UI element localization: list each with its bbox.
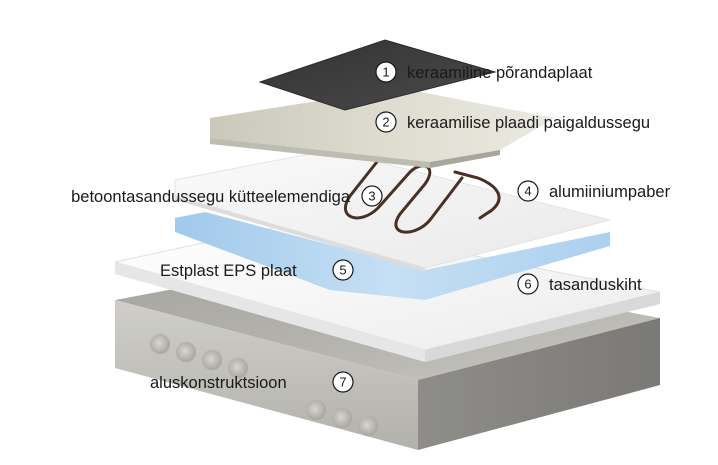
label-1-number-circle bbox=[375, 61, 397, 83]
label-2-number: 2 bbox=[382, 115, 389, 130]
layer-aluminium-foil bbox=[175, 212, 610, 300]
label-1-number: 1 bbox=[382, 65, 389, 80]
label-6-number-circle bbox=[517, 273, 539, 295]
label-5-number-circle bbox=[332, 259, 354, 281]
label-5: Estplast EPS plaat 5 bbox=[160, 259, 354, 281]
label-7: aluskonstruktsioon 7 bbox=[150, 371, 354, 393]
label-4-number-circle bbox=[517, 180, 539, 202]
label-5-number: 5 bbox=[339, 263, 346, 278]
label-7-number: 7 bbox=[339, 375, 346, 390]
label-6: 6 tasanduskiht bbox=[517, 273, 642, 295]
label-3-text: betoontasandussegu kütteelemendiga bbox=[71, 188, 351, 206]
label-7-text: aluskonstruktsioon bbox=[150, 374, 287, 392]
label-3-number-circle bbox=[361, 185, 383, 207]
label-1: 1 keraamiline põrandaplaat bbox=[375, 61, 593, 83]
label-6-text: tasanduskiht bbox=[549, 276, 642, 294]
slab-core-holes bbox=[150, 334, 378, 436]
label-4: 4 alumiiniumpaber bbox=[517, 180, 671, 202]
label-6-number: 6 bbox=[524, 277, 531, 292]
label-2-number-circle bbox=[375, 111, 397, 133]
label-2: 2 keraamilise plaadi paigaldussegu bbox=[375, 111, 650, 133]
label-2-text: keraamilise plaadi paigaldussegu bbox=[407, 114, 650, 132]
label-1-text: keraamiline põrandaplaat bbox=[407, 64, 593, 82]
label-5-text: Estplast EPS plaat bbox=[160, 262, 297, 280]
layer-screed bbox=[174, 149, 611, 272]
label-4-number: 4 bbox=[524, 184, 531, 199]
label-3-number: 3 bbox=[368, 189, 375, 204]
label-4-text: alumiiniumpaber bbox=[549, 183, 671, 201]
label-3: betoontasandussegu kütteelemendiga 3 bbox=[71, 185, 383, 207]
label-7-number-circle bbox=[332, 371, 354, 393]
